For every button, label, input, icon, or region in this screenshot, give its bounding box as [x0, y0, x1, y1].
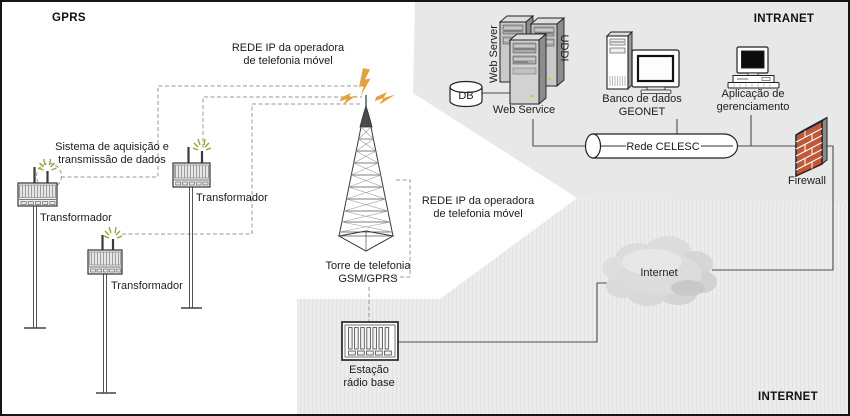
tower-label-line1: Torre de telefonia — [325, 260, 411, 272]
gsm-tower-icon — [337, 95, 395, 252]
radio-bolts-icon — [339, 68, 396, 105]
geonet-line2: GEONET — [618, 105, 666, 118]
management-pc-icon — [727, 46, 780, 89]
transformer1-label: Transformador — [40, 212, 112, 224]
uddi-label: UDDI — [558, 34, 570, 62]
bolt-top — [359, 68, 371, 97]
tower-label-line2: GSM/GPRS — [338, 272, 398, 285]
radio-sparks-icon — [38, 158, 57, 171]
transformer3-label: Transformador — [111, 280, 183, 292]
rede-ip-mid-line1: REDE IP da operadora — [421, 195, 535, 207]
firewall-icon — [795, 116, 828, 178]
dashed-link-transformer2-tower — [202, 96, 362, 148]
management-app-line2: gerenciamento — [716, 100, 790, 113]
management-app-line1: Aplicação de — [721, 88, 785, 100]
rede-ip-top-label: REDE IP da operadora de telefonia móvel — [232, 42, 344, 67]
solid-connectors — [398, 92, 834, 343]
link-basestation-internet — [398, 282, 614, 343]
acquisition-system-line2: transmissão de dados — [58, 153, 166, 166]
rede-celesc-pipe — [584, 133, 739, 159]
rede-ip-mid-line2: de telefonia móvel — [433, 207, 523, 220]
transformer2-icon — [172, 138, 212, 309]
transformer2-label: Transformador — [196, 192, 268, 204]
acquisition-system-line1: Sistema de aquisição e — [55, 141, 169, 153]
bolt-right — [375, 92, 396, 105]
bolt-left — [339, 93, 357, 105]
tower-label: Torre de telefonia GSM/GPRS — [326, 260, 411, 285]
intranet-section-label: INTRANET — [753, 13, 815, 25]
internet-region-bg — [297, 198, 848, 414]
web-server-label: Web Server — [488, 25, 500, 83]
rede-ip-top-line2: de telefonia móvel — [243, 54, 333, 67]
dashed-link-transformer3-tower — [122, 103, 362, 235]
base-station-line2: rádio base — [343, 376, 395, 389]
db-cylinder-icon — [449, 80, 483, 108]
gprs-section-label: GPRS — [52, 12, 86, 24]
firewall-label: Firewall — [788, 175, 826, 187]
radio-sparks-icon — [103, 226, 123, 239]
radio-base-station-icon — [341, 321, 399, 361]
transformer1-icon — [17, 158, 58, 329]
keyboard-icon — [727, 82, 780, 89]
server-cluster-icon — [498, 15, 566, 105]
management-app-label: Aplicação de gerenciamento — [717, 88, 790, 113]
dashed-link-tower-label — [394, 179, 411, 278]
internet-cloud-label: Internet — [640, 267, 678, 279]
base-station-line1: Estação — [349, 364, 389, 376]
internet-section-label: INTERNET — [758, 391, 818, 403]
gprs-dashed-links — [36, 85, 411, 322]
db-label: DB — [458, 90, 474, 102]
geonet-station-icon — [605, 30, 680, 94]
rede-celesc-label: Rede CELESC — [626, 141, 700, 153]
web-service-label: Web Service — [492, 104, 556, 116]
dashed-link-transformer1-tower — [61, 85, 364, 178]
acquisition-system-label: Sistema de aquisição e transmissão de da… — [55, 141, 169, 166]
radio-sparks-icon — [192, 138, 212, 151]
base-station-label: Estação rádio base — [343, 364, 394, 389]
rede-ip-top-line1: REDE IP da operadora — [231, 42, 345, 54]
geonet-line1: Banco de dados — [602, 93, 682, 105]
internet-cloud-icon — [602, 236, 717, 306]
geonet-label: Banco de dados GEONET — [602, 93, 682, 118]
web-service-tower-icon — [508, 33, 548, 105]
transformer3-icon — [87, 226, 123, 394]
link-webservice-celesc — [532, 119, 588, 147]
rede-ip-mid-label: REDE IP da operadora de telefonia móvel — [422, 195, 534, 220]
